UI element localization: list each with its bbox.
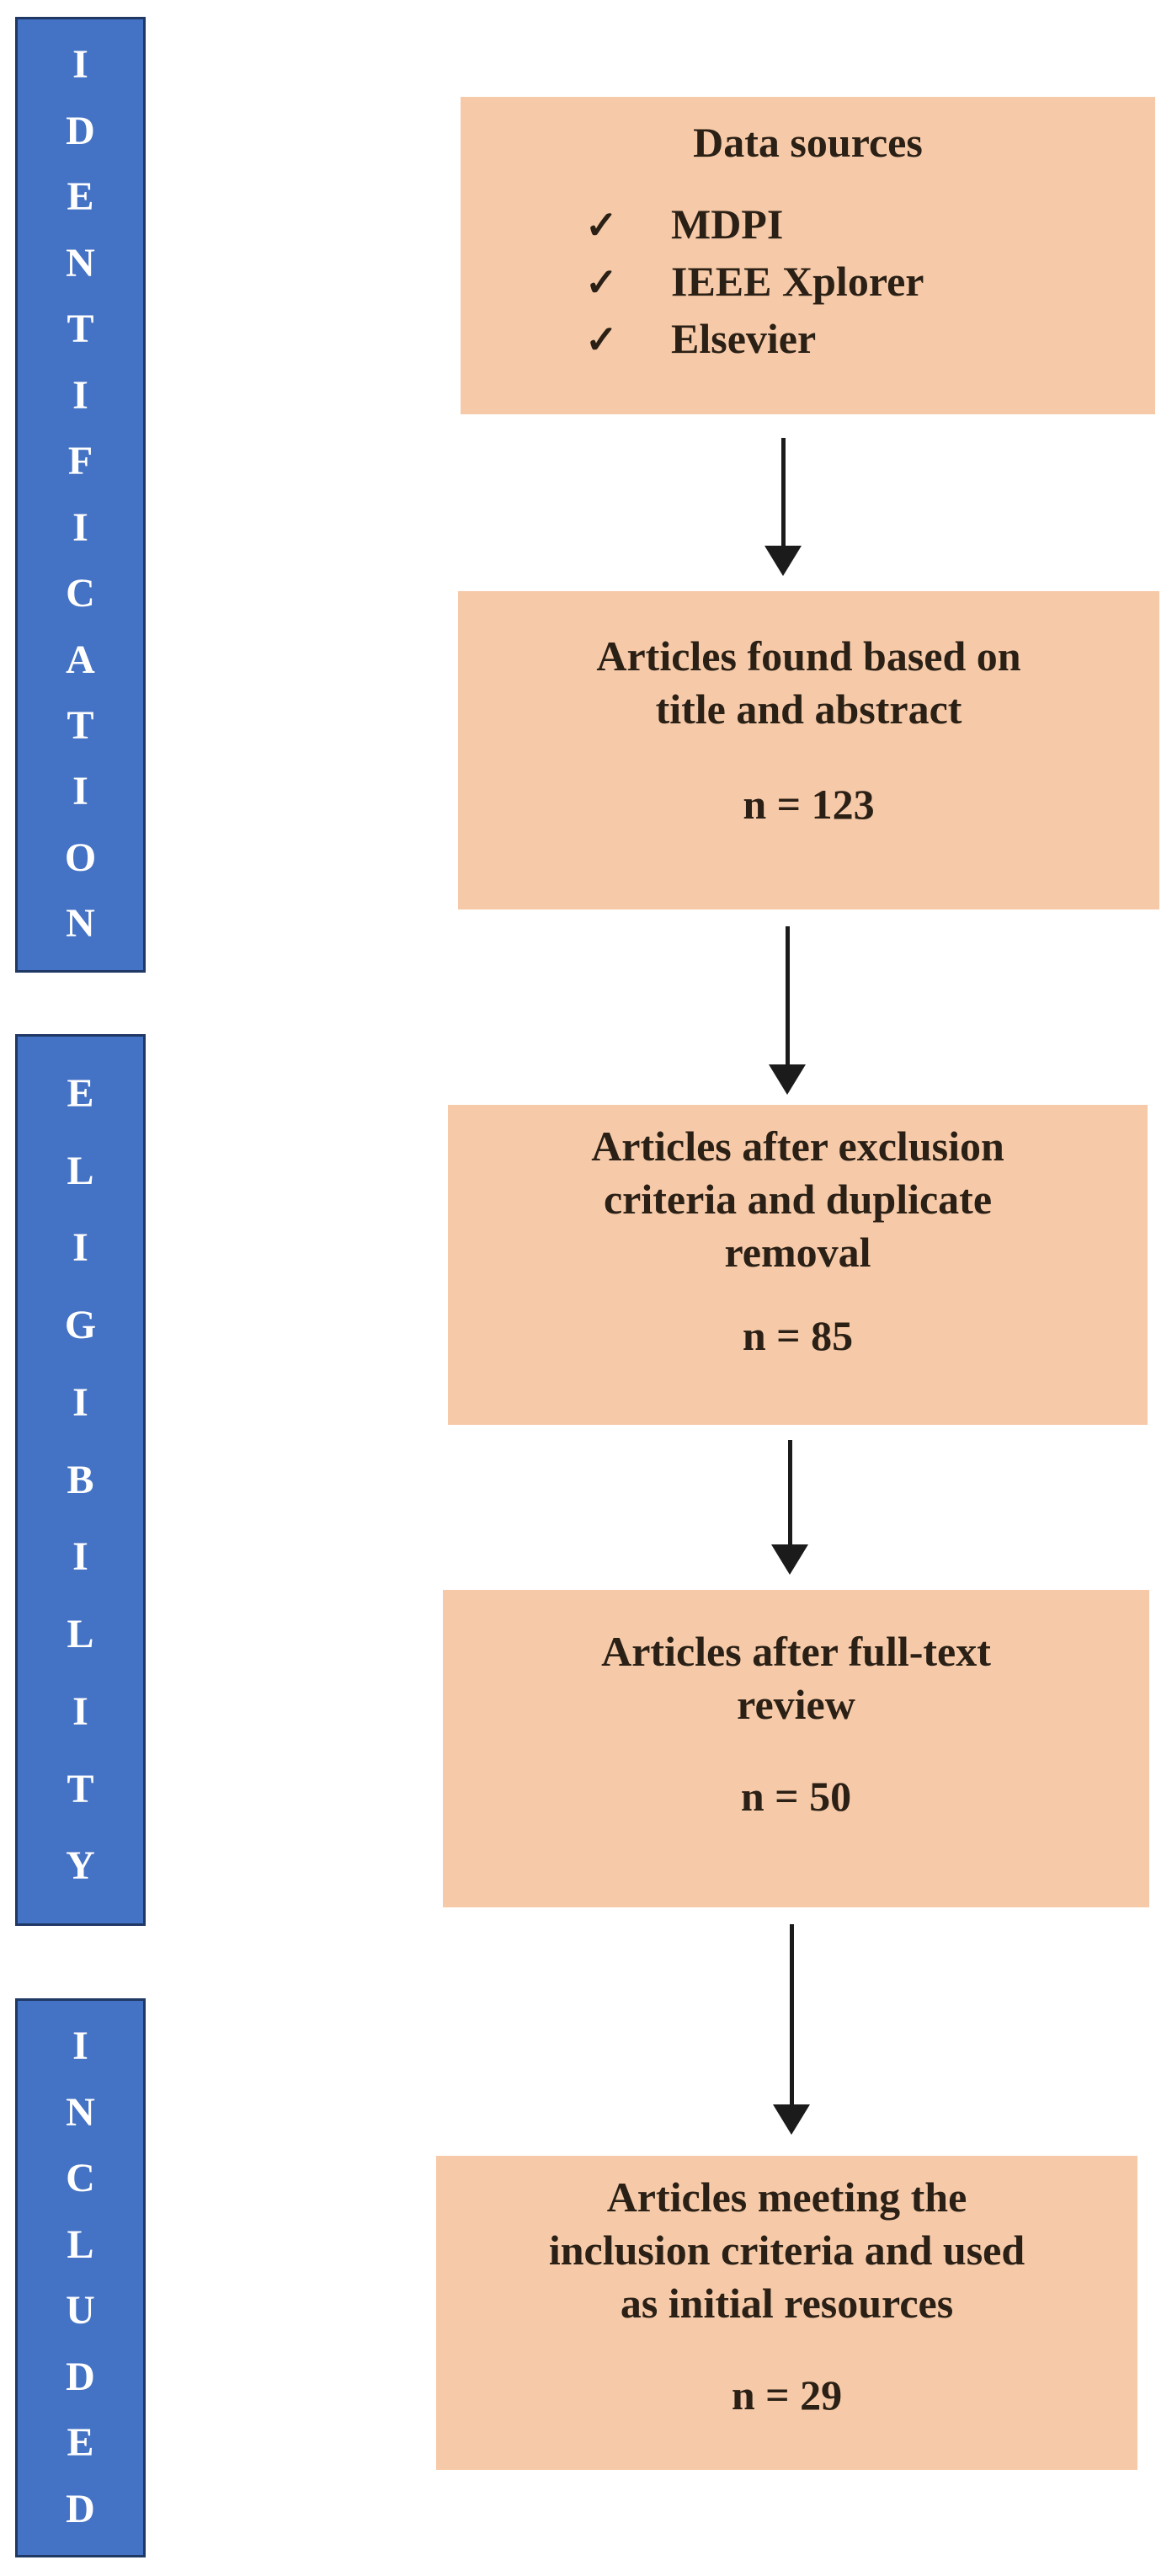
arrow-shaft [785, 926, 790, 1064]
stage-letter: N [66, 240, 95, 285]
data-source-label: Elsevier [671, 315, 817, 362]
stage-letter: A [66, 637, 95, 682]
stage-letter: N [66, 901, 95, 947]
box-text-line: review [737, 1681, 855, 1728]
box-text-line: as initial resources [620, 2280, 954, 2327]
box-text-line: Articles after full-text [601, 1628, 991, 1675]
stage-letter: T [67, 1766, 94, 1811]
box-text-line: removal [724, 1229, 871, 1276]
stage-letter: E [67, 2420, 94, 2466]
stage-letter: L [67, 1148, 94, 1193]
stage-letter: I [72, 1534, 88, 1580]
stage-letter: I [72, 1225, 88, 1271]
article-count: n = 29 [731, 2371, 843, 2419]
flow-arrow [773, 1924, 810, 2135]
stage-letter: N [66, 2089, 95, 2135]
flow-arrow [771, 1440, 808, 1575]
arrowhead-icon [764, 546, 802, 576]
data-sources-title: Data sources [693, 119, 923, 166]
stage-letter: D [66, 108, 95, 153]
arrowhead-icon [773, 2104, 810, 2135]
stage-letter: O [64, 835, 97, 880]
article-count: n = 50 [740, 1773, 852, 1820]
stage-letter: T [67, 307, 94, 352]
article-count: n = 85 [742, 1312, 854, 1359]
stage-letter: D [66, 2354, 95, 2399]
stage-letter: I [72, 769, 88, 814]
stage-letter: I [72, 1379, 88, 1425]
stage-letter: F [67, 439, 93, 484]
checkmark-icon: ✓ [585, 204, 618, 247]
box-text-line: Articles found based on [596, 632, 1021, 680]
box-text-line: criteria and duplicate [603, 1176, 993, 1223]
stage-letter: L [67, 2221, 94, 2267]
stage-letter: E [67, 174, 94, 220]
stage-letter: L [67, 1612, 94, 1656]
arrowhead-icon [769, 1064, 806, 1095]
stage-letter: I [72, 42, 88, 88]
checkmark-icon: ✓ [585, 261, 618, 304]
arrow-shaft [787, 1440, 792, 1544]
data-source-label: IEEE Xplorer [671, 258, 924, 305]
stage-letter: U [66, 2288, 95, 2333]
flow-arrow [769, 926, 806, 1095]
stage-letter: C [66, 2156, 95, 2201]
arrow-shaft [789, 1924, 794, 2104]
list-item: ✓ MDPI [461, 196, 1155, 253]
arrowhead-icon [771, 1544, 808, 1575]
data-sources-list: ✓ MDPI ✓ IEEE Xplorer ✓ Elsevier [461, 196, 1155, 368]
stage-letter: C [66, 571, 95, 616]
article-count: n = 123 [743, 781, 875, 828]
stage-letter: I [72, 2024, 88, 2069]
box-included-articles: Articles meeting the inclusion criteria … [436, 2156, 1137, 2470]
data-source-label: MDPI [671, 200, 784, 248]
stage-letter: T [67, 702, 94, 748]
box-full-text-review: Articles after full-text review n = 50 [443, 1590, 1149, 1907]
stage-letter: D [66, 2486, 95, 2531]
box-articles-found: Articles found based on title and abstra… [458, 591, 1159, 909]
box-text-line: title and abstract [655, 685, 962, 733]
stage-letter: Y [66, 1843, 95, 1889]
box-data-sources: Data sources ✓ MDPI ✓ IEEE Xplorer ✓ Els… [461, 97, 1155, 414]
stage-letter: E [67, 1070, 94, 1116]
flow-arrow [764, 438, 802, 576]
stage-letter: I [72, 1688, 88, 1734]
box-after-exclusion: Articles after exclusion criteria and du… [448, 1105, 1148, 1425]
box-text-line: inclusion criteria and used [548, 2227, 1026, 2274]
list-item: ✓ IEEE Xplorer [461, 253, 1155, 311]
stage-letter: I [72, 504, 88, 550]
box-text-line: Articles meeting the [606, 2173, 967, 2221]
checkmark-icon: ✓ [585, 318, 618, 361]
arrow-shaft [780, 438, 786, 546]
stage-letter: I [72, 372, 88, 418]
stage-letter: B [67, 1457, 94, 1502]
list-item: ✓ Elsevier [461, 311, 1155, 368]
box-text-line: Articles after exclusion [591, 1123, 1004, 1170]
stage-letter: G [64, 1303, 97, 1347]
